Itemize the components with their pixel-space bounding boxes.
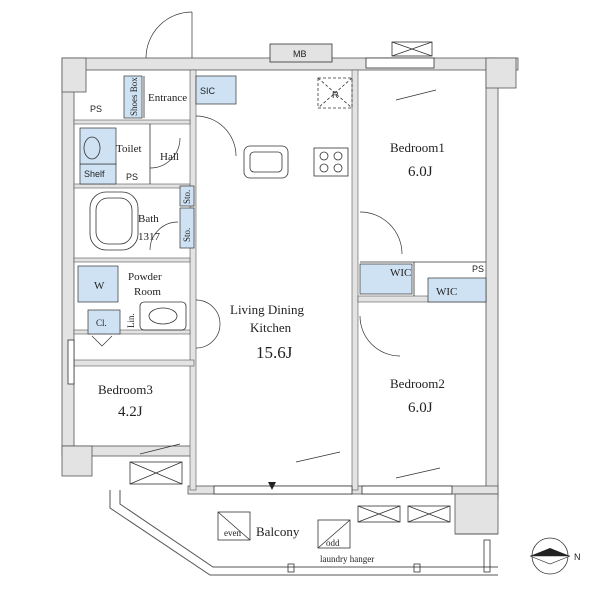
windows xyxy=(67,41,453,523)
bedroom3-label: Bedroom3 xyxy=(98,382,153,397)
ldk-size: 15.6J xyxy=(256,343,293,362)
shoes-box xyxy=(123,75,143,119)
hall-label: Hall xyxy=(160,151,179,163)
north-compass xyxy=(529,537,571,575)
bedroom2-label: Bedroom2 xyxy=(390,376,445,391)
storage-areas xyxy=(77,75,487,335)
ps-right-label: PS xyxy=(472,264,484,274)
entrance-label: Entrance xyxy=(148,92,187,104)
room-lines xyxy=(143,76,486,296)
powder-label: Powder xyxy=(128,271,162,283)
cl-label: Cl. xyxy=(96,318,107,328)
lin-label: Lin. xyxy=(126,313,136,328)
powder-sink xyxy=(139,301,187,331)
kitchen-sink xyxy=(243,145,289,179)
w-label: W xyxy=(94,280,105,292)
laundry-hanger-poles xyxy=(287,539,491,573)
stove xyxy=(313,147,349,177)
r-label: R xyxy=(332,90,339,100)
room-label: Room xyxy=(134,286,161,298)
shoes-box-label: Shoes Box xyxy=(129,77,139,116)
sic-box xyxy=(195,75,237,105)
sliding-doors xyxy=(139,89,441,479)
wic-2 xyxy=(427,277,487,303)
shelf-label: Shelf xyxy=(84,169,105,179)
mb-label: MB xyxy=(293,49,307,59)
bath-size-label: 1317 xyxy=(138,231,161,243)
cl-box xyxy=(87,309,121,335)
wic-1-label: WIC xyxy=(390,267,411,279)
door-swings xyxy=(91,11,403,357)
stove-burners xyxy=(319,151,343,173)
balcony-markers xyxy=(217,511,351,549)
entry-marker xyxy=(268,482,276,490)
ps-top-label: PS xyxy=(90,104,102,114)
refrigerator xyxy=(317,77,353,109)
fixtures xyxy=(83,77,353,331)
bath-label: Bath xyxy=(138,213,159,225)
sto-2-label: Sto. xyxy=(182,228,192,242)
bedroom1-size: 6.0J xyxy=(408,164,433,180)
bedroom2-size: 6.0J xyxy=(408,400,433,416)
laundry-hanger-label: laundry hanger xyxy=(320,554,374,564)
balcony-outline xyxy=(109,490,498,576)
ps-mid-label: PS xyxy=(126,172,138,182)
bedroom3-size: 4.2J xyxy=(118,404,143,420)
toilet-label: Toilet xyxy=(116,143,142,155)
wic-1 xyxy=(359,263,413,295)
bathtub xyxy=(89,191,139,251)
ldk-line1: Living Dining xyxy=(230,302,305,317)
toilet-box xyxy=(79,127,117,165)
north-label: N xyxy=(574,552,581,562)
sto-1 xyxy=(179,185,195,207)
even-label: even xyxy=(224,528,241,538)
sto-1-label: Sto. xyxy=(182,190,192,204)
sto-2 xyxy=(179,207,195,249)
bedroom1-label: Bedroom1 xyxy=(390,140,445,155)
wic-2-label: WIC xyxy=(436,286,457,298)
sic-label: SIC xyxy=(200,86,216,96)
toilet-bowl xyxy=(83,136,101,160)
washer-box xyxy=(77,265,119,303)
ldk-line2: Kitchen xyxy=(250,320,292,335)
balcony-label: Balcony xyxy=(256,524,300,539)
odd-label: odd xyxy=(326,538,340,548)
